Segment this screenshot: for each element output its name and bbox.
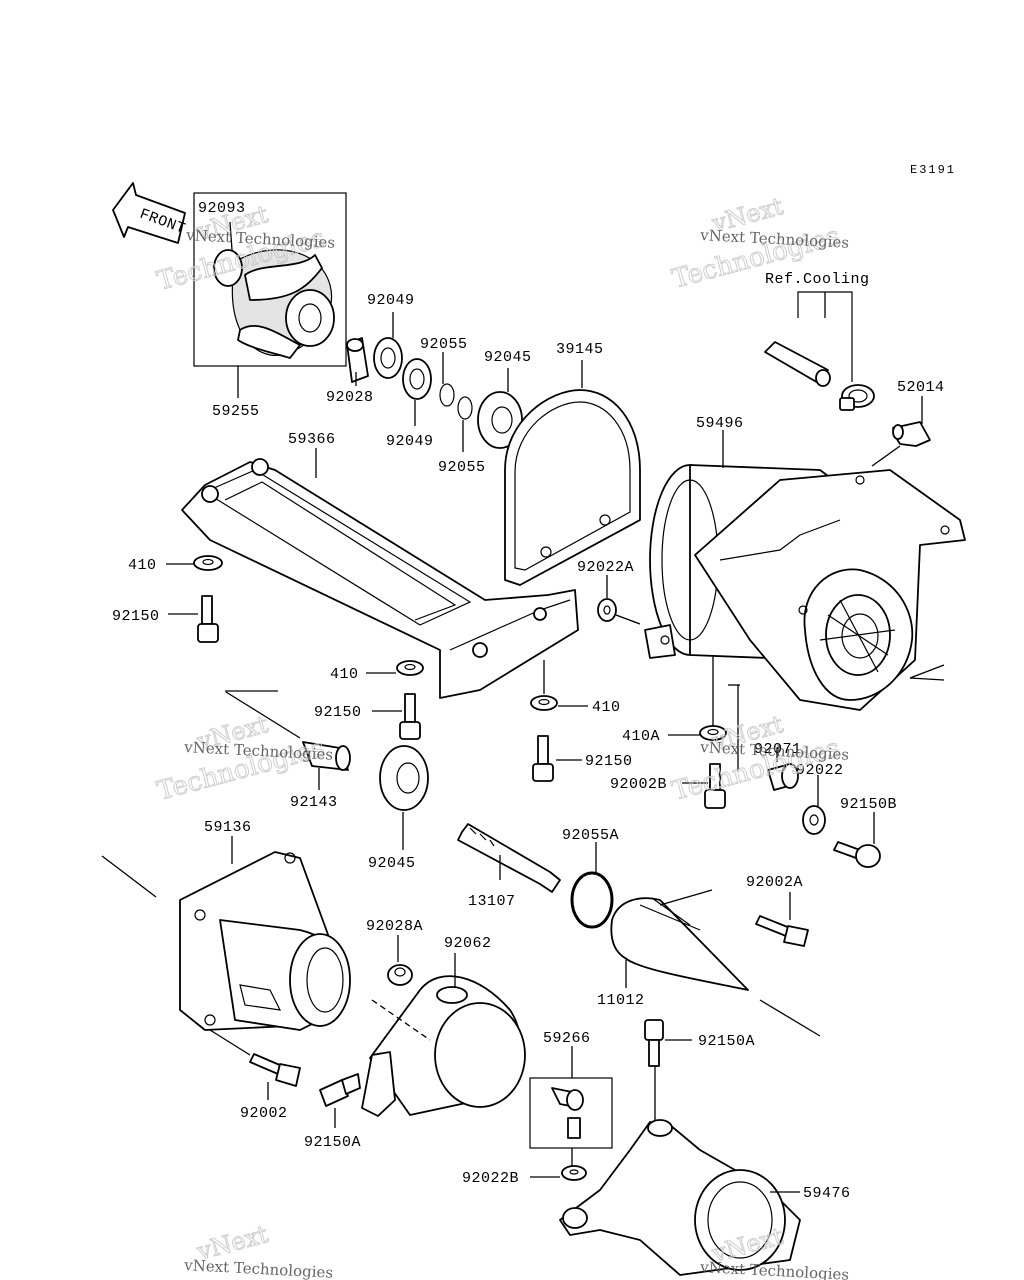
svg-text:vNext Technologies: vNext Technologies: [699, 1258, 850, 1280]
label-92055-top: 92055: [420, 336, 468, 353]
bearing-92045-lower: [379, 745, 429, 850]
label-92045-top: 92045: [484, 349, 532, 366]
cover-39145: [504, 360, 641, 586]
impeller-assembly: [193, 192, 347, 398]
washer-92022A: [597, 575, 641, 625]
watermark-middle-left: vNext Technologies vNext Technologies: [154, 710, 334, 808]
label-52014: 52014: [897, 379, 945, 396]
washer-92022B: [530, 1165, 587, 1181]
washer-410-right: [530, 660, 588, 711]
pump-mount-frame: [181, 448, 579, 699]
label-59136: 59136: [204, 819, 252, 836]
label-92150A-left: 92150A: [304, 1134, 361, 1151]
label-410-mid: 410: [330, 666, 359, 683]
label-13107: 13107: [468, 893, 516, 910]
label-59255: 59255: [212, 403, 260, 420]
label-39145: 39145: [556, 341, 604, 358]
label-59476: 59476: [803, 1185, 851, 1202]
bolt-92150A-right: [644, 1019, 692, 1122]
bolt-92150-right: [532, 735, 582, 782]
o-ring-92055A: [570, 842, 614, 929]
label-92028A: 92028A: [366, 918, 423, 935]
label-11012: 11012: [597, 992, 645, 1009]
cone-11012: [610, 889, 821, 1037]
label-92049-top: 92049: [367, 292, 415, 309]
bushing-92071: [767, 748, 799, 791]
label-92028: 92028: [326, 389, 374, 406]
reverse-bucket-59476: [559, 1119, 801, 1276]
label-92150-mid: 92150: [314, 704, 362, 721]
bolt-92150B: [833, 812, 881, 868]
front-arrow-icon: FRONT: [112, 182, 188, 244]
bearing-stack: [346, 312, 523, 452]
label-59366: 59366: [288, 431, 336, 448]
label-59496: 59496: [696, 415, 744, 432]
label-92002A: 92002A: [746, 874, 803, 891]
pump-housing-59496: [644, 430, 966, 770]
svg-text:vNext Technologies: vNext Technologies: [183, 1256, 334, 1280]
label-410-left: 410: [128, 557, 157, 574]
label-92049-bottom: 92049: [386, 433, 434, 450]
label-92002: 92002: [240, 1105, 288, 1122]
diagram-code: E3191: [910, 163, 956, 177]
washer-92022: [802, 775, 826, 835]
bolt-92150-mid: [372, 693, 421, 740]
bolt-92002: [209, 1029, 301, 1100]
label-92071: 92071: [754, 741, 802, 758]
label-410-right: 410: [592, 699, 621, 716]
bolt-92002B: [682, 763, 726, 809]
label-92045-lower: 92045: [368, 855, 416, 872]
label-92150-right: 92150: [585, 753, 633, 770]
drive-shaft-13107: [457, 823, 561, 893]
label-410A: 410A: [622, 728, 660, 745]
bushing-92028A: [387, 935, 413, 986]
label-92022: 92022: [796, 762, 844, 779]
pump-case-59136: [101, 836, 351, 1031]
label-92055A: 92055A: [562, 827, 619, 844]
washer-410-left: [166, 555, 223, 571]
label-92150B: 92150B: [840, 796, 897, 813]
fitting-52014: [871, 396, 931, 467]
bolt-92002A: [755, 892, 809, 947]
label-92150A-right: 92150A: [698, 1033, 755, 1050]
label-92055-bottom: 92055: [438, 459, 486, 476]
collar-92143: [225, 690, 351, 790]
label-92093: 92093: [198, 200, 246, 217]
washer-410-mid: [366, 660, 424, 676]
nozzle-92062: [361, 953, 526, 1117]
bolt-92150-left: [168, 595, 219, 643]
watermark-bottom-left: vNext vNext Technologies: [183, 1220, 334, 1280]
label-59266: 59266: [543, 1030, 591, 1047]
label-92022A: 92022A: [577, 559, 634, 576]
label-92022B: 92022B: [462, 1170, 519, 1187]
ref-cooling-label: Ref.Cooling: [765, 271, 870, 288]
label-92150-left: 92150: [112, 608, 160, 625]
cooling-hose: [764, 291, 875, 411]
bolt-92150A-left: [319, 1073, 361, 1128]
label-92143: 92143: [290, 794, 338, 811]
grease-fitting-59266: [529, 1046, 613, 1168]
watermark-middle-right: vNext Technologies vNext Technologies: [669, 710, 850, 808]
label-92062: 92062: [444, 935, 492, 952]
label-92002B: 92002B: [610, 776, 667, 793]
